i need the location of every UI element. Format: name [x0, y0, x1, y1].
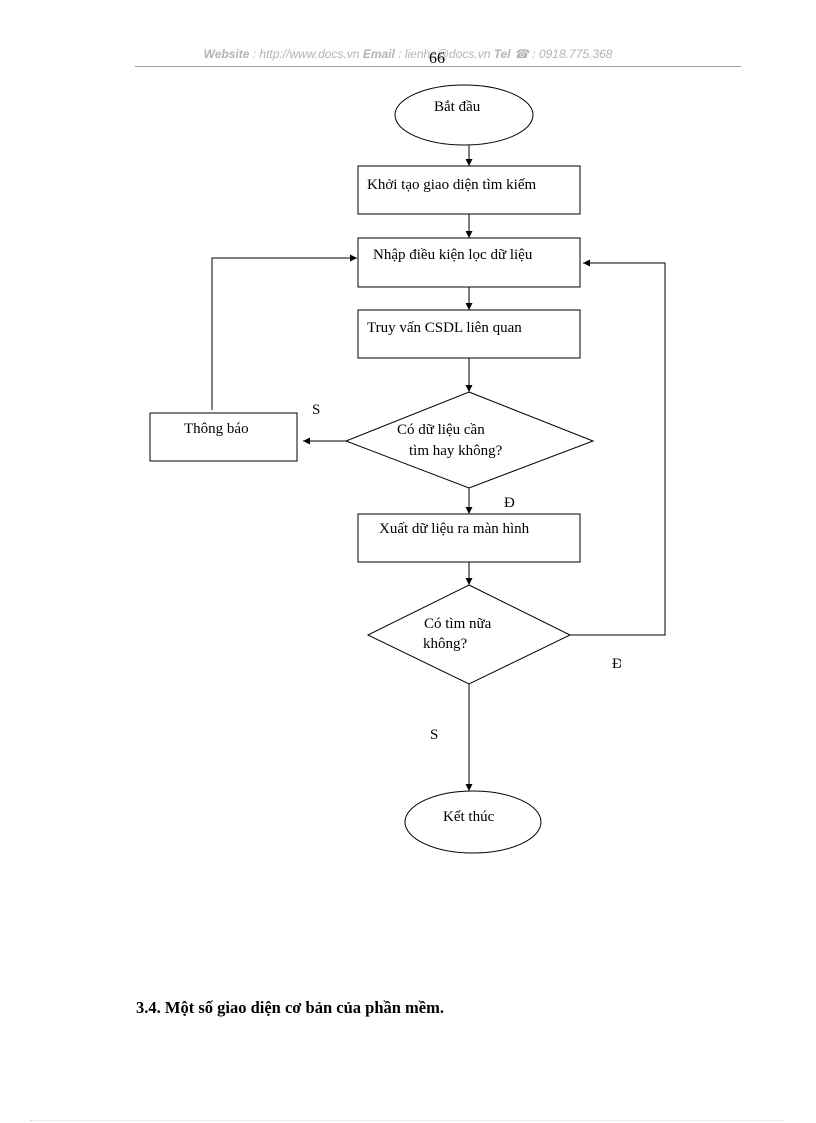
init-label: Khởi tạo giao diện tìm kiếm: [367, 177, 536, 193]
end-terminal: [404, 790, 542, 854]
query-box: [357, 309, 581, 359]
arrow-decision2-to-input: [570, 259, 666, 636]
page-number: 66: [429, 50, 445, 67]
arrow-notify-to-input: [211, 254, 357, 410]
query-label: Truy vấn CSDL liên quan: [367, 320, 522, 336]
footer-divider: [30, 1120, 786, 1121]
branch-label-no-1: S: [312, 402, 320, 418]
tel-value: : 0918.775.368: [528, 47, 613, 61]
start-terminal: [394, 84, 534, 146]
notify-box: [149, 412, 298, 462]
end-label: Kết thúc: [443, 809, 495, 825]
page-header: Website : http://www.docs.vn Email : lie…: [0, 47, 816, 61]
email-value: : lienhe@docs.vn: [394, 47, 494, 61]
decision1-line1: Có dữ liệu cần: [397, 422, 485, 438]
init-box: [357, 165, 581, 215]
website-label: Website: [203, 47, 250, 61]
input-box: [357, 237, 581, 288]
start-label: Bắt đầu: [434, 99, 481, 115]
decision-search-again: [366, 584, 572, 685]
email-label: Email: [362, 47, 395, 61]
branch-label-yes-2-clip: Đ: [612, 656, 623, 672]
branch-label-yes-1: Đ: [504, 495, 515, 511]
decision-data-found: [344, 391, 595, 489]
branch-label-yes-2: Đ: [612, 656, 623, 672]
tel-label: Tel: [493, 47, 511, 61]
website-value: : http://www.docs.vn: [249, 47, 363, 61]
notify-label: Thông báo: [184, 421, 249, 437]
flow-connectors: [211, 145, 666, 791]
input-label: Nhập điều kiện lọc dữ liệu: [373, 247, 533, 263]
branch-label-no-2: S: [430, 727, 438, 743]
decision1-line2: tìm hay không?: [409, 443, 503, 459]
decision2-line2: không?: [423, 636, 468, 652]
phone-icon: ☎: [513, 47, 529, 61]
section-heading: 3.4. Một số giao diện cơ bản của phần mề…: [136, 998, 444, 1017]
decision2-line1: Có tìm nữa: [424, 616, 492, 632]
header-divider: [135, 66, 741, 67]
output-box: [357, 513, 581, 563]
output-label: Xuất dữ liệu ra màn hình: [379, 521, 530, 537]
